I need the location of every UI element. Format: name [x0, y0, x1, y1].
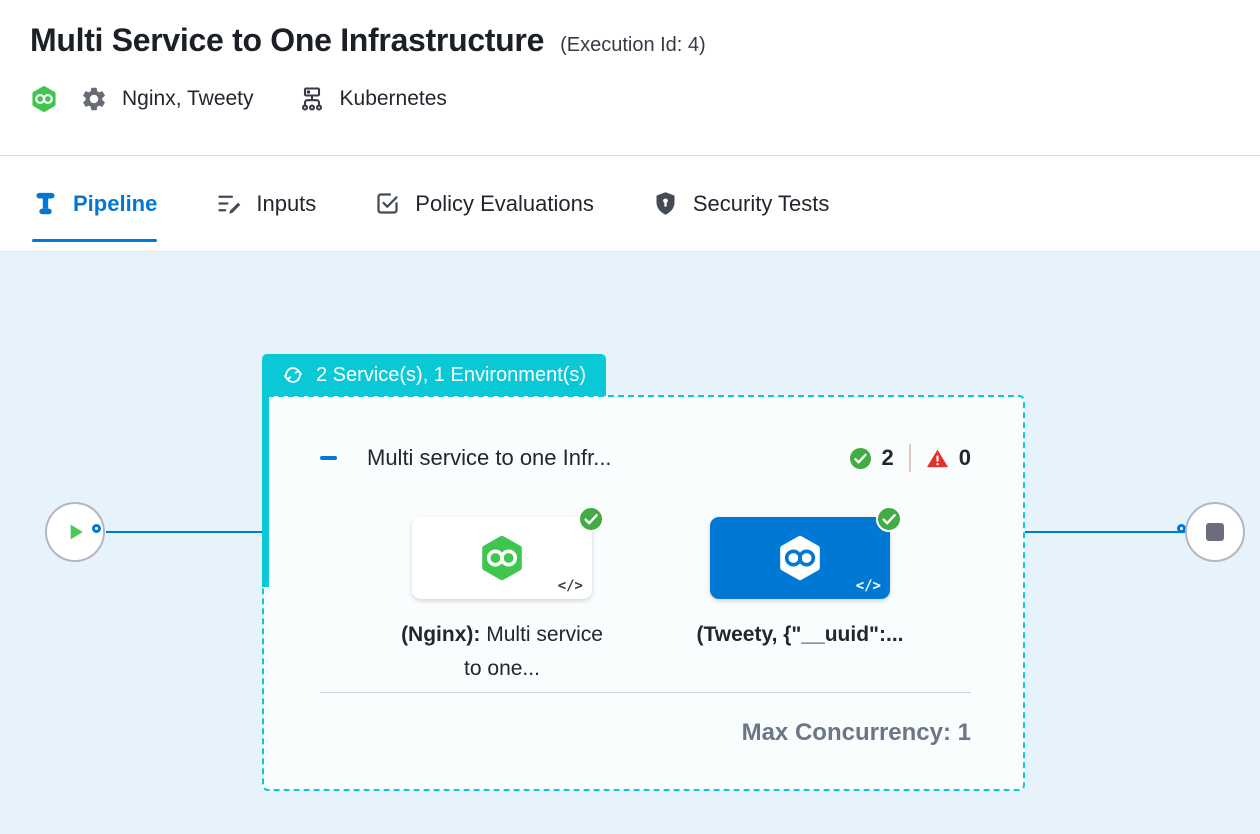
stage-card-tweety[interactable]: </> — [710, 506, 902, 599]
pipeline-icon — [32, 190, 59, 217]
tab-security-tests-label: Security Tests — [692, 190, 830, 216]
edge-group-to-end — [1025, 531, 1185, 533]
matrix-accent-strip — [262, 395, 269, 587]
stage-label-strong: (Tweety, {"__uuid":... — [696, 623, 904, 646]
stop-icon — [1206, 523, 1224, 541]
execution-tabbar: Pipeline Inputs Policy Evaluations Secur… — [0, 156, 1260, 252]
success-count: 2 — [881, 445, 894, 470]
tab-security-tests[interactable]: Security Tests — [652, 156, 830, 251]
minus-icon — [320, 456, 337, 460]
stage-card-nginx[interactable]: </> — [412, 506, 604, 599]
tab-policy-evaluations[interactable]: Policy Evaluations — [374, 156, 594, 251]
security-shield-icon — [652, 190, 679, 217]
stage-label-nginx: (Nginx): Multi service to one... — [394, 618, 610, 686]
collapse-button[interactable] — [320, 450, 337, 466]
page-title: Multi Service to One Infrastructure — [30, 22, 545, 58]
code-icon: </> — [557, 578, 583, 594]
pipeline-canvas[interactable]: 2 Service(s), 1 Environment(s) Multi ser… — [0, 252, 1260, 834]
execution-header: Multi Service to One Infrastructure (Exe… — [0, 0, 1260, 156]
max-concurrency-label: Max Concurrency: 1 — [741, 719, 971, 746]
environment-name: Kubernetes — [339, 87, 447, 110]
group-divider — [320, 692, 971, 693]
stage-status-summary: 2 0 — [849, 444, 971, 472]
title-row: Multi Service to One Infrastructure (Exe… — [30, 22, 1230, 59]
execution-id: (Execution Id: 4) — [560, 34, 706, 56]
harness-service-icon — [30, 85, 58, 113]
stage-group-header: Multi service to one Infr... 2 0 — [320, 437, 971, 479]
tab-inputs-label: Inputs — [256, 190, 317, 216]
harness-stage-icon — [776, 534, 824, 582]
harness-stage-icon — [478, 534, 526, 582]
code-icon: </> — [855, 578, 881, 594]
success-check-icon — [849, 447, 872, 470]
policy-check-icon — [374, 190, 401, 217]
stage-group-title: Multi service to one Infr... — [367, 445, 612, 470]
inputs-icon — [215, 190, 242, 217]
failure-warning-icon — [926, 447, 949, 470]
gear-icon — [80, 85, 108, 113]
stage-label-strong: (Nginx): — [401, 623, 481, 646]
stage-success-icon — [578, 506, 604, 532]
tab-policy-evaluations-label: Policy Evaluations — [415, 190, 594, 216]
matrix-badge: 2 Service(s), 1 Environment(s) — [262, 354, 607, 396]
failure-count: 0 — [958, 445, 971, 470]
tab-pipeline[interactable]: Pipeline — [32, 156, 158, 251]
end-node-port — [1177, 524, 1186, 533]
services-names: Nginx, Tweety — [122, 87, 254, 110]
infrastructure-icon — [298, 85, 326, 113]
stage-label-rest: Multi service to one... — [464, 623, 603, 680]
tab-inputs[interactable]: Inputs — [215, 156, 316, 251]
stage-success-icon — [876, 506, 902, 532]
matrix-badge-label: 2 Service(s), 1 Environment(s) — [316, 363, 587, 386]
loop-icon — [282, 364, 304, 386]
start-node-port — [92, 524, 101, 533]
status-divider — [908, 444, 911, 472]
pipeline-end-node — [1185, 502, 1245, 562]
tab-pipeline-label: Pipeline — [73, 190, 158, 216]
execution-meta-row: Nginx, Tweety Kubernetes — [30, 85, 1230, 113]
stage-label-tweety: (Tweety, {"__uuid":... — [692, 618, 908, 652]
play-icon — [70, 524, 83, 540]
stage-group: Multi service to one Infr... 2 0 — [262, 395, 1025, 791]
edge-start-to-group — [106, 531, 262, 533]
